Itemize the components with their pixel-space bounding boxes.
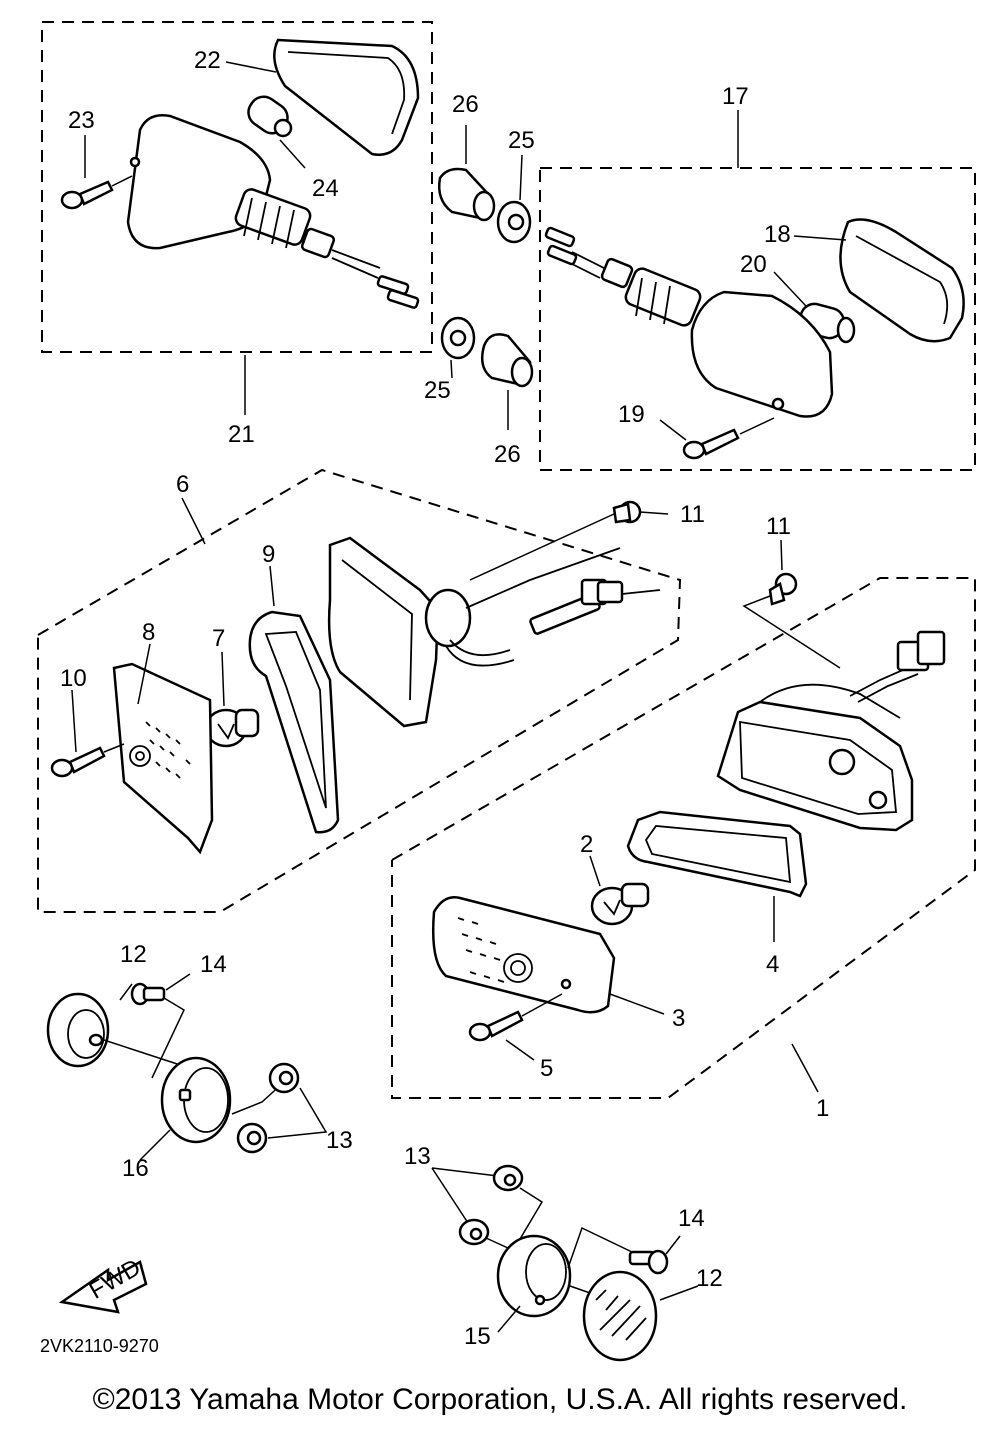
nut-13-left-a (268, 1062, 300, 1094)
screw-10 (50, 743, 125, 778)
connector-21 (376, 275, 420, 309)
lens-8-pattern (129, 721, 191, 779)
callout-22: 22 (194, 47, 221, 74)
lamp-housing-6 (327, 536, 440, 728)
callout-10: 10 (60, 665, 87, 692)
flasher-assembly-17 (539, 110, 976, 471)
callout-21: 21 (228, 421, 255, 448)
flasher-assembly-6 (37, 468, 682, 913)
wire-lead-1 (849, 665, 919, 703)
fwd-arrow-icon: FWD (58, 1254, 148, 1314)
lens-3-pattern (457, 917, 533, 983)
group-1-boundary (391, 577, 976, 1099)
group-21-boundary (41, 21, 433, 353)
callout-23: 23 (68, 107, 95, 134)
exploded-parts-diagram: FWD 22 23 24 21 26 25 25 26 17 18 20 19 … (37, 21, 976, 1362)
bolt-14-right (628, 1235, 681, 1275)
callout-14-left: 14 (200, 951, 227, 978)
callout-13-right: 13 (404, 1143, 431, 1170)
callout-25-bottom: 25 (424, 377, 451, 404)
flasher-assembly-1 (391, 539, 976, 1099)
connector-17 (544, 226, 578, 266)
group-17-boundary (539, 167, 976, 471)
callout-2: 2 (580, 831, 593, 858)
callout-12-right: 12 (696, 1265, 723, 1292)
callout-19: 19 (618, 401, 645, 428)
callout-11-right: 11 (766, 513, 791, 540)
callout-26-top: 26 (452, 91, 479, 118)
connector-1 (896, 630, 946, 672)
screw-11-right (742, 572, 841, 669)
callout-12-left: 12 (120, 941, 147, 968)
callout-18: 18 (764, 221, 791, 248)
callout-7: 7 (212, 625, 225, 652)
copyright-notice: ©2013 Yamaha Motor Corporation, U.S.A. A… (92, 1383, 908, 1416)
lamp-housing-1 (716, 700, 914, 832)
screw-23 (60, 175, 133, 210)
callout-labels: 22 23 24 21 26 25 25 26 17 18 20 19 6 11… (40, 47, 829, 1356)
bulb-2 (590, 882, 650, 926)
callout-11-left: 11 (680, 501, 705, 528)
reflector-assembly-right (431, 1164, 699, 1362)
lens-22 (273, 38, 420, 156)
callout-14-right: 14 (678, 1205, 705, 1232)
lens-18 (839, 218, 965, 343)
group-6-boundary (37, 468, 682, 913)
bulb-7 (204, 708, 260, 748)
callout-8: 8 (142, 619, 155, 646)
callout-6: 6 (176, 471, 189, 498)
bracket-16 (160, 1056, 232, 1144)
reflector-assembly-left (46, 973, 328, 1161)
screw-5 (468, 993, 563, 1042)
flasher-housing-17 (690, 290, 834, 418)
nut-25-top (496, 200, 532, 244)
nut-13-right-a (492, 1164, 524, 1192)
screw-11-left (469, 500, 669, 581)
nut-25-bottom (440, 316, 476, 360)
callout-5: 5 (540, 1055, 553, 1082)
callout-25-top: 25 (508, 127, 535, 154)
grommet-26-bottom (481, 333, 534, 388)
nut-13-left-b (236, 1122, 268, 1154)
callout-15: 15 (464, 1323, 491, 1350)
callout-20: 20 (740, 251, 767, 278)
flasher-stem-17 (600, 257, 702, 327)
reflector-12-left (46, 992, 110, 1068)
bulb-24 (247, 95, 293, 138)
callout-1: 1 (816, 1095, 829, 1122)
flasher-assembly-21 (41, 21, 433, 415)
callout-26-bottom: 26 (494, 441, 521, 468)
reflector-12-right (582, 1270, 658, 1362)
callout-17: 17 (722, 83, 749, 110)
callout-13-left: 13 (326, 1127, 353, 1154)
nut-13-right-b (458, 1218, 490, 1246)
connector-6 (529, 578, 661, 635)
wire-lead-6 (445, 547, 621, 667)
bracket-15 (496, 1234, 572, 1318)
diagram-code: 2VK2110-9270 (40, 1336, 159, 1356)
callout-24: 24 (312, 175, 339, 202)
callout-4: 4 (766, 951, 779, 978)
lens-8 (112, 662, 214, 855)
flasher-stem-21 (234, 188, 336, 259)
screw-19 (682, 417, 775, 460)
callout-9: 9 (262, 541, 275, 568)
gasket-4 (626, 810, 808, 898)
callout-16: 16 (122, 1155, 149, 1182)
bolt-14-left (130, 973, 191, 1006)
grommet-26-top (438, 167, 496, 222)
callout-3: 3 (672, 1005, 685, 1032)
wire-lead-21 (331, 249, 381, 279)
